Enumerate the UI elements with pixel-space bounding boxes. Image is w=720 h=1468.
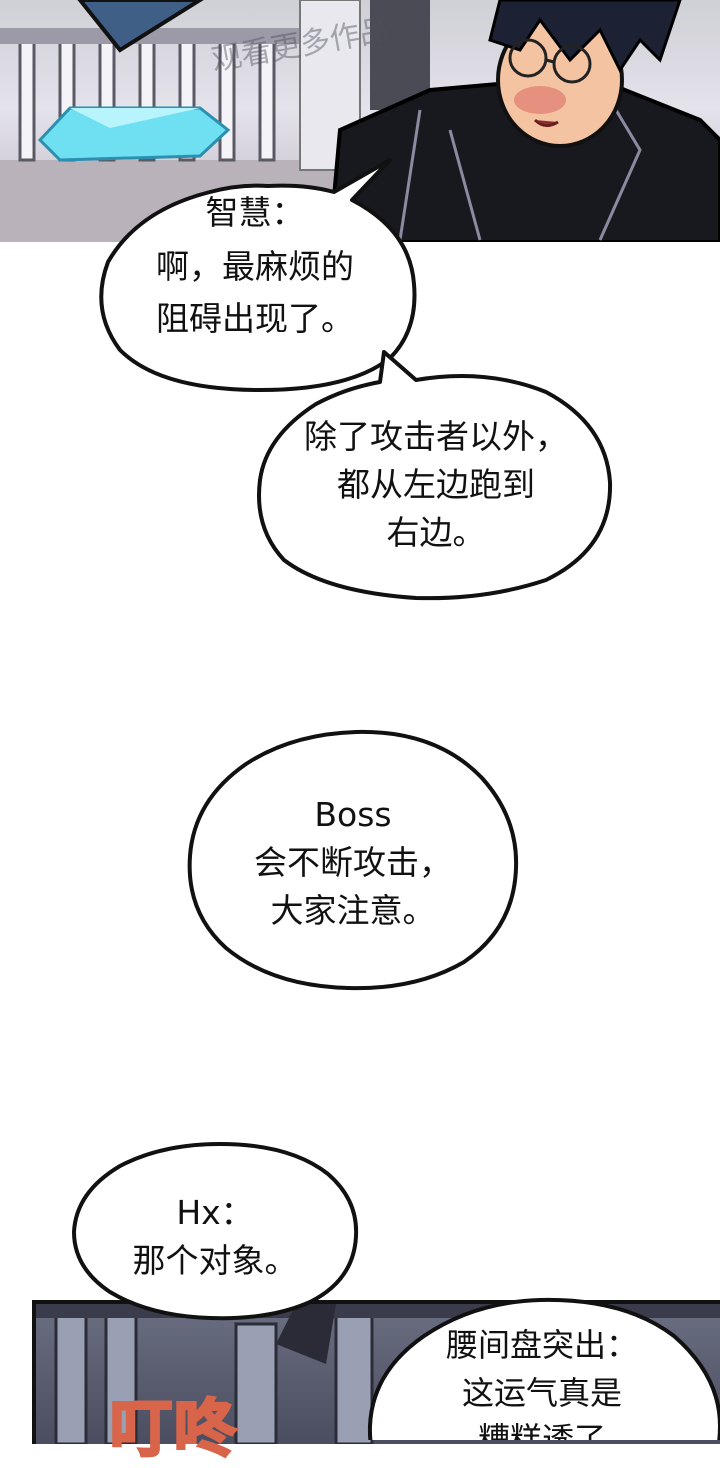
bubble-2-line-2: 都从左边跑到 [337, 465, 535, 504]
speech-bubble-5: 腰间盘突出： 这运气真是 糟糕透了 [364, 1296, 720, 1440]
bubble-5-line-2: 这运气真是 [461, 1374, 622, 1412]
top-comic-panel: 观看更多作品 [0, 0, 720, 242]
bubble-1-line-2: 啊，最麻烦的 [156, 247, 354, 286]
bubble-1-line-3: 阻碍出现了。 [156, 299, 354, 338]
bubble-4-line-2: 那个对象。 [132, 1241, 298, 1280]
scene-illustration-top [0, 0, 720, 242]
speech-bubble-3: Boss 会不断攻击， 大家注意。 [186, 728, 520, 992]
bubble-5-line-1: 腰间盘突出： [445, 1326, 638, 1364]
bubble-4-line-1: Hx： [176, 1193, 254, 1232]
bubble-3-line-1: Boss [314, 795, 392, 834]
bubble-3-line-3: 大家注意。 [270, 891, 436, 930]
bubble-5-line-3: 糟糕透了 [477, 1420, 606, 1440]
bubble-2-line-1: 除了攻击者以外， [304, 417, 568, 456]
speech-bubble-2: 除了攻击者以外， 都从左边跑到 右边。 [256, 350, 616, 602]
bubble-1-line-1: 智慧： [205, 193, 305, 232]
bubble-2-line-3: 右边。 [386, 513, 486, 552]
bubble-3-line-2: 会不断攻击， [254, 843, 452, 882]
speech-bubble-4: Hx： 那个对象。 [70, 1140, 360, 1322]
speech-bubble-1: 智慧： 啊，最麻烦的 阻碍出现了。 [90, 158, 420, 400]
sound-effect-text: 叮咚 [108, 1391, 239, 1467]
